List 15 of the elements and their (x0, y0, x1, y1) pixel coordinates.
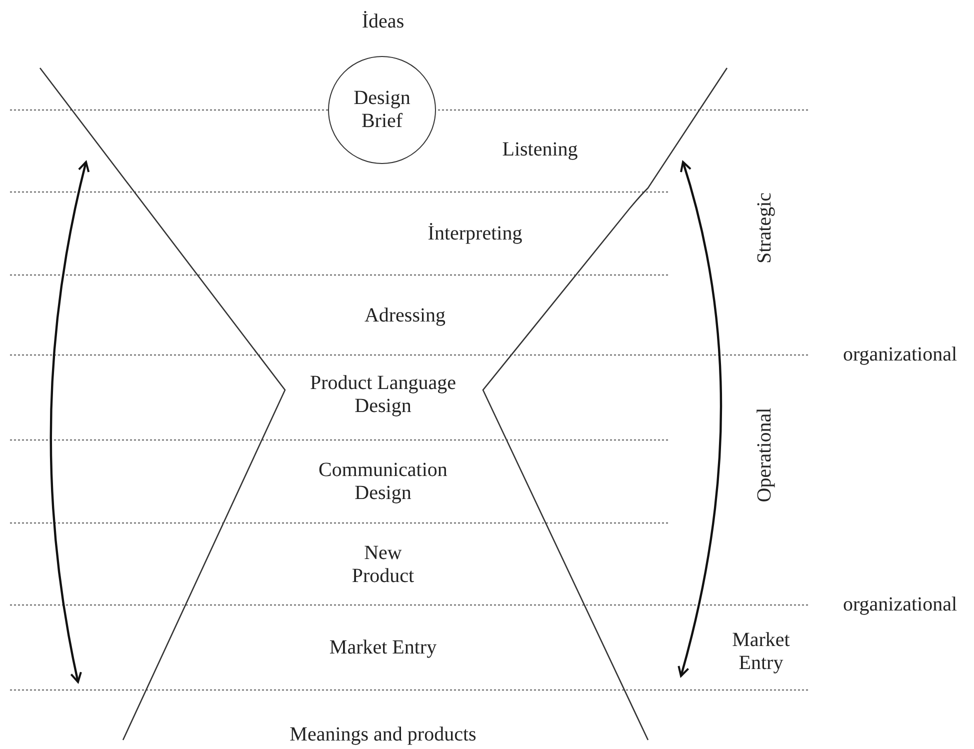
stage-label: Adressing (364, 304, 446, 328)
stage-label: İdeas (362, 10, 404, 34)
stage-label: Product Language Design (308, 372, 458, 418)
level-label: Operational (754, 408, 776, 502)
level-label: Strategic (754, 192, 776, 264)
stage-label: Meanings and products (290, 724, 476, 746)
stage-label: İnterpreting (428, 222, 522, 246)
stage-label: Communication Design (318, 459, 448, 505)
boundary-label: organizational (842, 344, 958, 366)
circle-node: Design Brief (328, 56, 436, 164)
stage-label: Market Entry (731, 629, 791, 675)
stage-label: Market Entry (329, 636, 437, 660)
boundary-label: organizational (842, 594, 958, 616)
stage-label: Listening (502, 138, 578, 162)
stage-label: New Product (350, 542, 416, 588)
